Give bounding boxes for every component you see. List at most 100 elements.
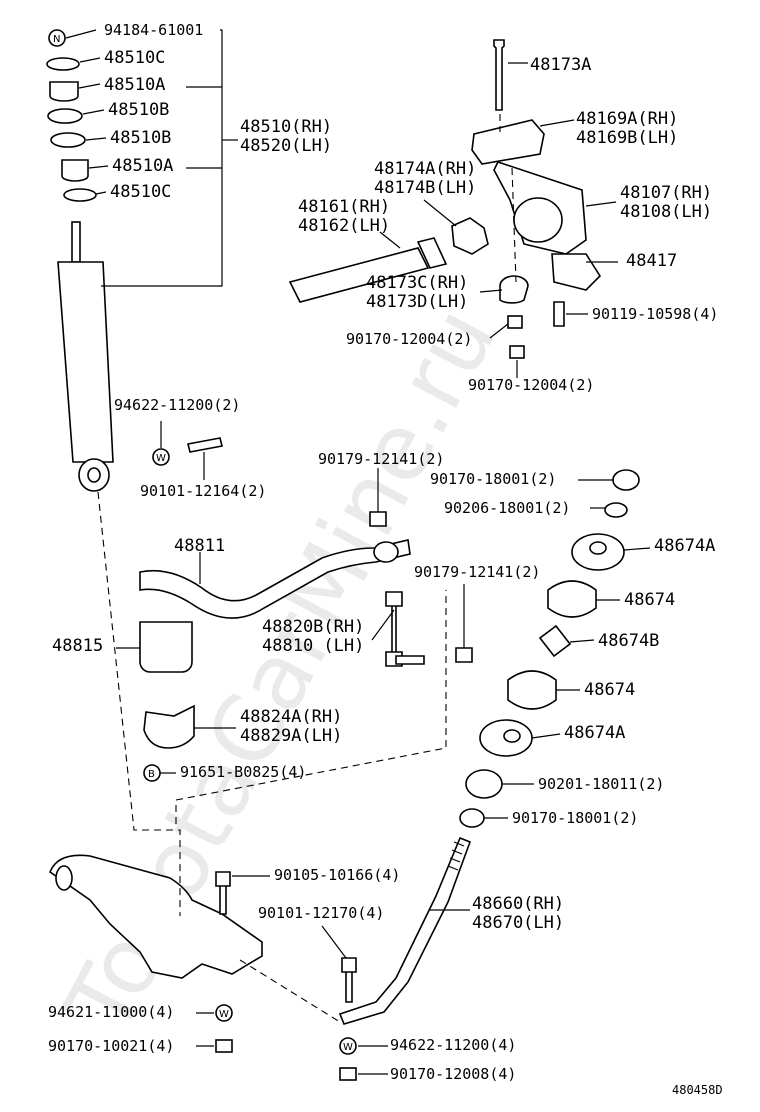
label-48815: 48815 bbox=[52, 636, 103, 656]
label-48162: 48162(LH) bbox=[298, 216, 390, 236]
label-48169a: 48169A(RH) bbox=[576, 109, 678, 129]
label-90170-10021: 90170-10021(4) bbox=[48, 1037, 174, 1055]
label-48173d: 48173D(LH) bbox=[366, 292, 468, 312]
label-94622-11200-bottom: 94622-11200(4) bbox=[390, 1036, 516, 1054]
label-90119-10598: 90119-10598(4) bbox=[592, 305, 718, 323]
stabilizer-eye-icon bbox=[373, 541, 399, 563]
label-48417: 48417 bbox=[626, 251, 677, 271]
label-48510a-2: 48510A bbox=[112, 156, 173, 176]
stabilizer-group: B 48811 90179-12141(2) 90179-12141(2) 48… bbox=[52, 450, 540, 782]
bolt-90119-icon bbox=[553, 301, 565, 327]
cushion-48674-1-icon bbox=[547, 580, 597, 618]
label-48674b: 48674B bbox=[598, 631, 659, 651]
label-48510b-1: 48510B bbox=[108, 100, 169, 120]
label-48173c: 48173C(RH) bbox=[366, 273, 468, 293]
washer-48510b-top-icon bbox=[47, 108, 83, 124]
w-badge-top-label: W bbox=[156, 453, 166, 464]
shock-rod-icon bbox=[71, 221, 81, 263]
label-90101-12170: 90101-12170(4) bbox=[258, 904, 384, 922]
shock-body-icon bbox=[57, 261, 114, 463]
washer-90201-icon bbox=[465, 769, 503, 799]
cushion-48510c-top-icon bbox=[46, 57, 80, 71]
lower-arm-group: W W 90105-10166(4) 48660(RH) 48670(LH) 9… bbox=[48, 491, 564, 1083]
cushion-48674-2-icon bbox=[507, 670, 557, 710]
label-90105-10166: 90105-10166(4) bbox=[274, 866, 400, 884]
retainer-hole-2-icon bbox=[503, 729, 521, 743]
nut-90170-12004-b-icon bbox=[509, 345, 525, 359]
label-94621-11000: 94621-11000(4) bbox=[48, 1003, 174, 1021]
torsion-bar-48161-icon bbox=[288, 247, 430, 303]
label-94622-11200-top: 94622-11200(2) bbox=[114, 396, 240, 414]
label-94184-61001: 94184-61001 bbox=[104, 21, 203, 39]
label-48820b: 48820B(RH) bbox=[262, 617, 364, 637]
washer-90206-icon bbox=[604, 502, 628, 518]
anchor-48173c-icon bbox=[499, 275, 529, 304]
link-48820b-icon bbox=[385, 591, 403, 667]
bolt-90105-icon bbox=[215, 871, 231, 915]
label-48829a: 48829A(LH) bbox=[240, 726, 342, 746]
label-90179-12141-a: 90179-12141(2) bbox=[318, 450, 444, 468]
lower-arm-icon bbox=[49, 854, 263, 979]
stabilizer-bar-48811-icon bbox=[139, 539, 411, 619]
bracket-48824a-icon bbox=[143, 704, 195, 749]
label-48810: 48810 (LH) bbox=[262, 636, 364, 656]
label-90206-18001: 90206-18001(2) bbox=[444, 499, 570, 517]
bushing-48510a-bottom-icon bbox=[61, 159, 89, 182]
w-badge-lower-right-icon bbox=[339, 1037, 357, 1055]
collar-48674b-icon bbox=[538, 624, 572, 658]
nut-90170-18001-a-icon bbox=[612, 469, 640, 491]
lower-arm-eye-icon bbox=[55, 865, 73, 891]
label-90170-18001-a: 90170-18001(2) bbox=[430, 470, 556, 488]
w-badge-lower-left-label: W bbox=[219, 1009, 229, 1020]
bracket-48169-icon bbox=[471, 119, 545, 165]
label-48660: 48660(RH) bbox=[472, 894, 564, 914]
label-48674-2: 48674 bbox=[584, 680, 635, 700]
label-48108: 48108(LH) bbox=[620, 202, 712, 222]
label-48174b: 48174B(LH) bbox=[374, 178, 476, 198]
bolt-90101-12164-icon bbox=[187, 437, 223, 453]
nut-90170-12004-a-icon bbox=[507, 315, 523, 329]
label-90179-12141-b: 90179-12141(2) bbox=[414, 563, 540, 581]
link-bolt-icon bbox=[395, 655, 425, 665]
nut-90170-18001-b-icon bbox=[459, 808, 485, 828]
strut-bar-group: 90170-18001(2) 90206-18001(2) 48674A 486… bbox=[430, 469, 715, 828]
label-48161: 48161(RH) bbox=[298, 197, 390, 217]
bolt-48173a-icon bbox=[493, 39, 505, 111]
nut-90179-12141-a-icon bbox=[369, 511, 387, 527]
label-48674a-1: 48674A bbox=[654, 536, 715, 556]
label-48811: 48811 bbox=[174, 536, 225, 556]
label-48824a: 48824A(RH) bbox=[240, 707, 342, 727]
label-48510c-1: 48510C bbox=[104, 48, 165, 68]
label-90201-18011: 90201-18011(2) bbox=[538, 775, 664, 793]
strut-bar-48660-icon bbox=[338, 836, 472, 1025]
label-48674a-2: 48674A bbox=[564, 723, 625, 743]
nut-90179-12141-b-icon bbox=[455, 647, 473, 663]
label-48174a: 48174A(RH) bbox=[374, 159, 476, 179]
n-badge-icon bbox=[48, 29, 66, 47]
label-90170-12004-a: 90170-12004(2) bbox=[346, 330, 472, 348]
label-90170-12004-b: 90170-12004(2) bbox=[468, 376, 594, 394]
label-48510c-2: 48510C bbox=[110, 182, 171, 202]
washer-48510b-bottom-icon bbox=[50, 132, 86, 148]
label-90170-12008: 90170-12008(4) bbox=[390, 1065, 516, 1083]
bushing-48510a-top-icon bbox=[49, 81, 79, 102]
label-48169b: 48169B(LH) bbox=[576, 128, 678, 148]
shock-eye-hole-icon bbox=[87, 467, 101, 483]
cushion-48815-icon bbox=[139, 621, 193, 673]
label-48510a-1: 48510A bbox=[104, 75, 165, 95]
label-91651-b0825: 91651-B0825(4) bbox=[180, 763, 306, 781]
label-48670: 48670(LH) bbox=[472, 913, 564, 933]
label-48674-1: 48674 bbox=[624, 590, 675, 610]
b-badge-label: B bbox=[148, 769, 155, 780]
label-48173a: 48173A bbox=[530, 55, 591, 75]
label-48510-rh: 48510(RH) bbox=[240, 117, 332, 137]
label-48510b-2: 48510B bbox=[110, 128, 171, 148]
label-90170-18001-b: 90170-18001(2) bbox=[512, 809, 638, 827]
n-badge-label: N bbox=[53, 34, 60, 45]
w-badge-top-icon bbox=[152, 448, 170, 466]
torsion-bar-group: 48173A 48169A(RH) 48169B(LH) 48174A(RH) … bbox=[288, 39, 718, 394]
bushing-48174-icon bbox=[451, 217, 489, 255]
nut-90170-10021-icon bbox=[215, 1039, 233, 1053]
arm-bushing-icon bbox=[513, 197, 563, 243]
